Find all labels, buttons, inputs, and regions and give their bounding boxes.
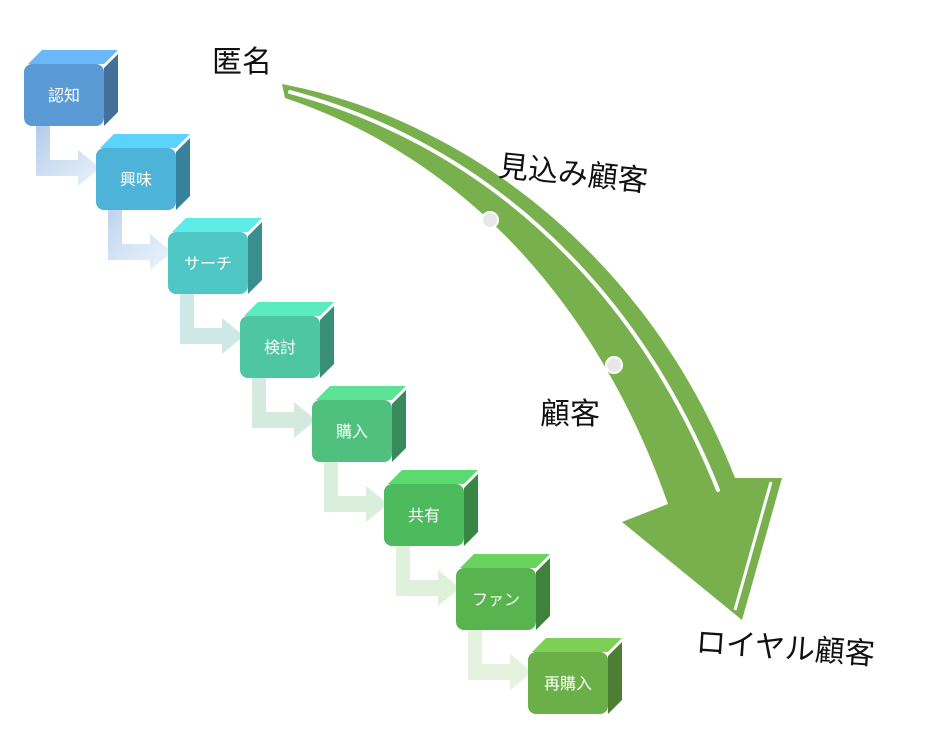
step-box-front bbox=[456, 568, 536, 630]
funnel-step-7: ファン bbox=[456, 554, 550, 630]
step-box-top bbox=[28, 50, 118, 64]
step-box-top bbox=[316, 386, 406, 400]
journey-arrow-tip-highlight bbox=[733, 481, 773, 611]
connector-2 bbox=[108, 210, 172, 270]
step-box-top bbox=[388, 470, 478, 484]
step-box-top bbox=[244, 302, 334, 316]
funnel-step-label: 共有 bbox=[408, 506, 440, 525]
funnel-step-label: ファン bbox=[472, 590, 520, 609]
step-box-side bbox=[176, 138, 190, 210]
step-box-top bbox=[172, 218, 262, 232]
step-box-front bbox=[24, 64, 104, 126]
customer-label: 顧客 bbox=[540, 397, 600, 432]
funnel-step-3: サーチ bbox=[168, 218, 262, 294]
prospect-marker-dot bbox=[481, 211, 499, 229]
connector-7 bbox=[468, 630, 532, 690]
connector-3 bbox=[180, 294, 244, 354]
connector-6 bbox=[396, 546, 460, 606]
step-box-front bbox=[168, 232, 248, 294]
step-box-side bbox=[320, 306, 334, 378]
step-box-front bbox=[528, 652, 608, 714]
connector-1 bbox=[36, 126, 100, 186]
funnel-step-label: サーチ bbox=[184, 254, 232, 273]
step-box-side bbox=[464, 474, 478, 546]
journey-arrow-highlight bbox=[288, 90, 720, 492]
step-box-side bbox=[104, 54, 118, 126]
funnel-step-label: 検討 bbox=[264, 338, 296, 357]
step-box-side bbox=[392, 390, 406, 462]
step-box-front bbox=[96, 148, 176, 210]
funnel-step-label: 購入 bbox=[336, 422, 368, 441]
funnel-step-label: 興味 bbox=[120, 170, 152, 189]
funnel-step-5: 購入 bbox=[312, 386, 406, 462]
step-box-front bbox=[384, 484, 464, 546]
step-box-side bbox=[248, 222, 262, 294]
funnel-step-1: 認知 bbox=[24, 50, 118, 126]
funnel-step-2: 興味 bbox=[96, 134, 190, 210]
customer-marker-dot bbox=[605, 356, 623, 374]
anonymous-label: 匿名 bbox=[212, 45, 272, 80]
funnel-step-8: 再購入 bbox=[528, 638, 622, 714]
funnel-step-label: 認知 bbox=[48, 86, 80, 105]
step-box-side bbox=[536, 558, 550, 630]
connector-4 bbox=[252, 378, 316, 438]
funnel-step-4: 検討 bbox=[240, 302, 334, 378]
journey-arrow-shape bbox=[282, 84, 782, 620]
journey-arrow bbox=[282, 84, 782, 620]
connector-5 bbox=[324, 462, 388, 522]
step-box-top bbox=[100, 134, 190, 148]
funnel-step-6: 共有 bbox=[384, 470, 478, 546]
step-box-side bbox=[608, 642, 622, 714]
funnel-step-label: 再購入 bbox=[544, 674, 592, 693]
step-box-front bbox=[312, 400, 392, 462]
step-box-top bbox=[532, 638, 622, 652]
funnel-connectors bbox=[36, 126, 532, 690]
step-box-top bbox=[460, 554, 550, 568]
step-box-front bbox=[240, 316, 320, 378]
